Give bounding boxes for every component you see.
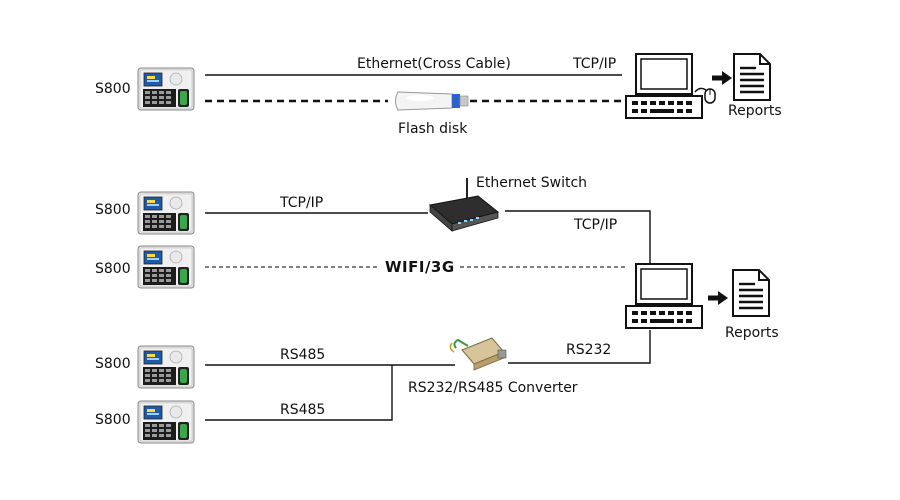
rs485-line-bottom [205, 365, 393, 421]
s800-device-label-4: S800 [95, 412, 131, 428]
rs232-line [508, 330, 651, 364]
ethernet-cable-label: Ethernet(Cross Cable) [357, 56, 511, 72]
mouse-icon [694, 87, 716, 104]
arrow-icon-top [712, 71, 732, 85]
flash-disk-icon [395, 91, 469, 111]
ethernet-switch-icon [428, 178, 500, 232]
reports-document-icon-bottom [731, 268, 771, 318]
rs485-label-bottom: RS485 [280, 402, 325, 418]
tcp-ip-label-top: TCP/IP [572, 56, 616, 72]
converter-label: RS232/RS485 Converter [408, 380, 578, 396]
s800-device-label-1: S800 [95, 202, 131, 218]
reports-label-bottom: Reports [725, 325, 779, 341]
rs232-label: RS232 [566, 342, 611, 358]
s800-device-label: S800 [95, 81, 131, 97]
tcp-ip-label-right: TCP/IP [573, 217, 617, 233]
computer-icon-top [625, 53, 703, 119]
flash-disk-label: Flash disk [398, 121, 468, 137]
arrow-icon-bottom [708, 291, 728, 305]
s800-terminal-icon-2 [137, 245, 195, 289]
s800-terminal-icon-3 [137, 345, 195, 389]
s800-device-label-3: S800 [95, 356, 131, 372]
s800-terminal-icon-4 [137, 400, 195, 444]
computer-icon-bottom [625, 263, 703, 329]
rs232-rs485-converter-icon [449, 337, 507, 371]
tcp-ip-line-right [505, 210, 651, 266]
s800-terminal-icon-1 [137, 191, 195, 235]
rs485-label-top: RS485 [280, 347, 325, 363]
wifi-3g-label: WIFI/3G [385, 258, 455, 276]
tcp-ip-label-left: TCP/IP [279, 195, 323, 211]
s800-terminal-icon [137, 67, 195, 111]
reports-document-icon-top [732, 52, 772, 102]
ethernet-switch-label: Ethernet Switch [476, 175, 587, 191]
s800-device-label-2: S800 [95, 261, 131, 277]
reports-label-top: Reports [728, 103, 782, 119]
